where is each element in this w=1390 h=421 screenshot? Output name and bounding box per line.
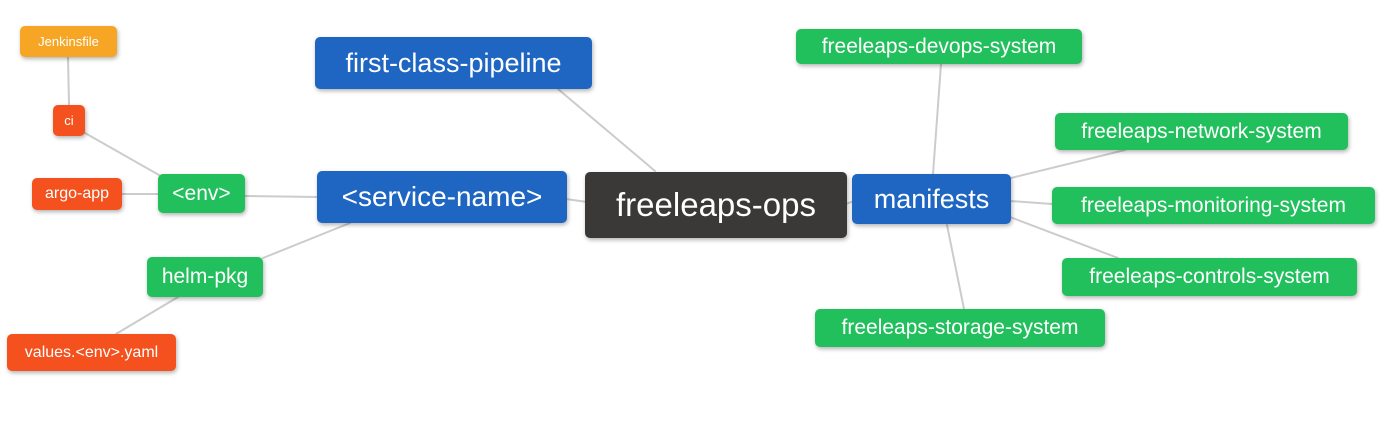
- edge-env-service-name: [244, 195, 318, 198]
- node-freeleaps-monitoring-system[interactable]: freeleaps-monitoring-system: [1052, 187, 1375, 224]
- edge-manifests-monitoring-system: [1009, 200, 1053, 205]
- node-argo-app-label: argo-app: [44, 185, 110, 202]
- node-ci[interactable]: ci: [53, 105, 85, 136]
- edge-pipeline-freeleaps-ops: [557, 88, 656, 172]
- node-manifests[interactable]: manifests: [852, 174, 1011, 224]
- node-helm-pkg[interactable]: helm-pkg: [147, 257, 263, 297]
- node-jenkinsfile[interactable]: Jenkinsfile: [20, 26, 117, 57]
- edge-service-name-freeleaps-ops: [565, 198, 588, 203]
- node-jenkinsfile-label: Jenkinsfile: [38, 34, 99, 49]
- edge-helm-pkg-values-env-yaml: [115, 296, 179, 335]
- node-freeleaps-controls-system-label: freeleaps-controls-system: [1089, 265, 1330, 288]
- node-freeleaps-network-system[interactable]: freeleaps-network-system: [1055, 113, 1348, 150]
- node-freeleaps-monitoring-system-label: freeleaps-monitoring-system: [1081, 193, 1346, 217]
- edge-ci-env: [84, 132, 160, 176]
- edge-service-name-helm-pkg: [262, 222, 351, 259]
- node-freeleaps-devops-system-label: freeleaps-devops-system: [821, 34, 1057, 58]
- edge-manifests-network-system: [1010, 149, 1126, 179]
- node-service-name[interactable]: <service-name>: [317, 171, 567, 223]
- node-freeleaps-ops[interactable]: freeleaps-ops: [585, 172, 847, 238]
- node-first-class-pipeline[interactable]: first-class-pipeline: [315, 37, 592, 89]
- node-ci-label: ci: [64, 113, 74, 128]
- node-first-class-pipeline-label: first-class-pipeline: [345, 47, 562, 78]
- node-values-env-yaml-label: values.<env>.yaml: [24, 343, 159, 361]
- node-freeleaps-storage-system[interactable]: freeleaps-storage-system: [815, 309, 1105, 347]
- node-helm-pkg-label: helm-pkg: [161, 265, 249, 288]
- node-freeleaps-devops-system[interactable]: freeleaps-devops-system: [796, 29, 1082, 64]
- edge-manifests-storage-system: [946, 224, 965, 310]
- edge-manifests-devops-system: [932, 63, 942, 175]
- node-freeleaps-network-system-label: freeleaps-network-system: [1081, 119, 1322, 143]
- node-env[interactable]: <env>: [158, 174, 245, 213]
- node-freeleaps-controls-system[interactable]: freeleaps-controls-system: [1062, 258, 1357, 296]
- node-service-name-label: <service-name>: [341, 181, 543, 212]
- node-env-label: <env>: [172, 181, 231, 205]
- node-argo-app[interactable]: argo-app: [32, 178, 122, 210]
- edge-jenkinsfile-ci: [67, 56, 70, 106]
- node-values-env-yaml[interactable]: values.<env>.yaml: [7, 334, 176, 371]
- node-manifests-label: manifests: [873, 183, 990, 214]
- node-freeleaps-ops-label: freeleaps-ops: [616, 186, 816, 223]
- node-freeleaps-storage-system-label: freeleaps-storage-system: [841, 316, 1079, 339]
